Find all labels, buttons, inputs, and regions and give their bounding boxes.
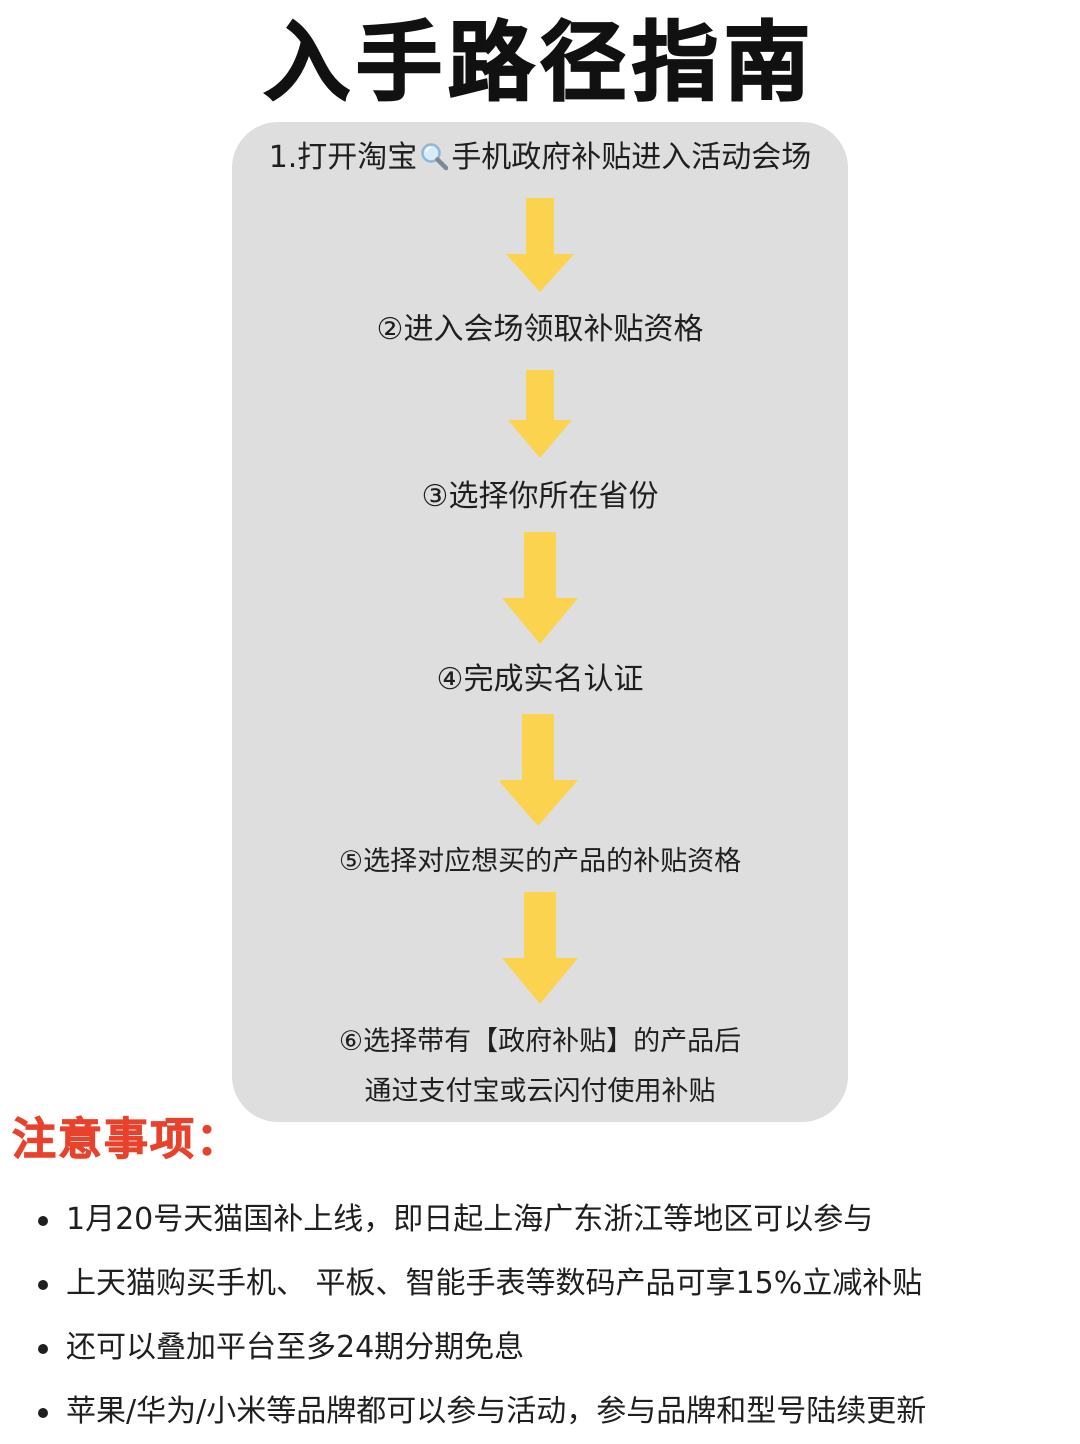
note-text: 上天猫购买手机、 平板、智能手表等数码产品可享15%立减补贴 [66,1266,923,1301]
step-2: ②进入会场领取补贴资格 [376,312,704,347]
bullet-icon [38,1408,48,1418]
notice-list: 1月20号天猫国补上线，即日起上海广东浙江等地区可以参与 上天猫购买手机、 平板… [0,1188,1080,1444]
list-item: 1月20号天猫国补上线，即日起上海广东浙江等地区可以参与 [0,1188,1080,1252]
arrow-down-icon [500,714,580,828]
step-1-text-before: 1.打开淘宝 [268,140,418,175]
step-4: ④完成实名认证 [436,662,644,697]
step-5: ⑤选择对应想买的产品的补贴资格 [338,846,742,877]
bullet-icon [38,1280,48,1290]
step-1-text-after: 手机政府补贴进入活动会场 [451,140,812,175]
arrow-down-icon [500,198,580,294]
note-text: 苹果/华为/小米等品牌都可以参与活动，参与品牌和型号陆续更新 [66,1394,927,1429]
arrow-down-icon [500,532,580,646]
flow-panel: 1.打开淘宝手机政府补贴进入活动会场 ②进入会场领取补贴资格 ③选择你所在省份 … [232,122,848,1122]
step-6-line-2: 通过支付宝或云闪付使用补贴 [364,1076,716,1107]
bullet-icon [38,1216,48,1226]
step-3: ③选择你所在省份 [421,479,659,514]
list-item: 还可以叠加平台至多24期分期免息 [0,1316,1080,1380]
note-text: 1月20号天猫国补上线，即日起上海广东浙江等地区可以参与 [66,1202,874,1237]
step-1: 1.打开淘宝手机政府补贴进入活动会场 [232,138,848,178]
arrow-down-icon [500,370,580,460]
page-title: 入手路径指南 [263,12,816,114]
note-text: 还可以叠加平台至多24期分期免息 [66,1330,525,1365]
list-item: 上天猫购买手机、 平板、智能手表等数码产品可享15%立减补贴 [0,1252,1080,1316]
step-6-line-1: ⑥选择带有【政府补贴】的产品后 [338,1026,742,1057]
list-item: 苹果/华为/小米等品牌都可以参与活动，参与品牌和型号陆续更新 [0,1380,1080,1444]
search-icon [419,141,449,171]
arrow-down-icon [500,892,580,1006]
bullet-icon [38,1344,48,1354]
notice-title: 注意事项： [12,1114,242,1166]
